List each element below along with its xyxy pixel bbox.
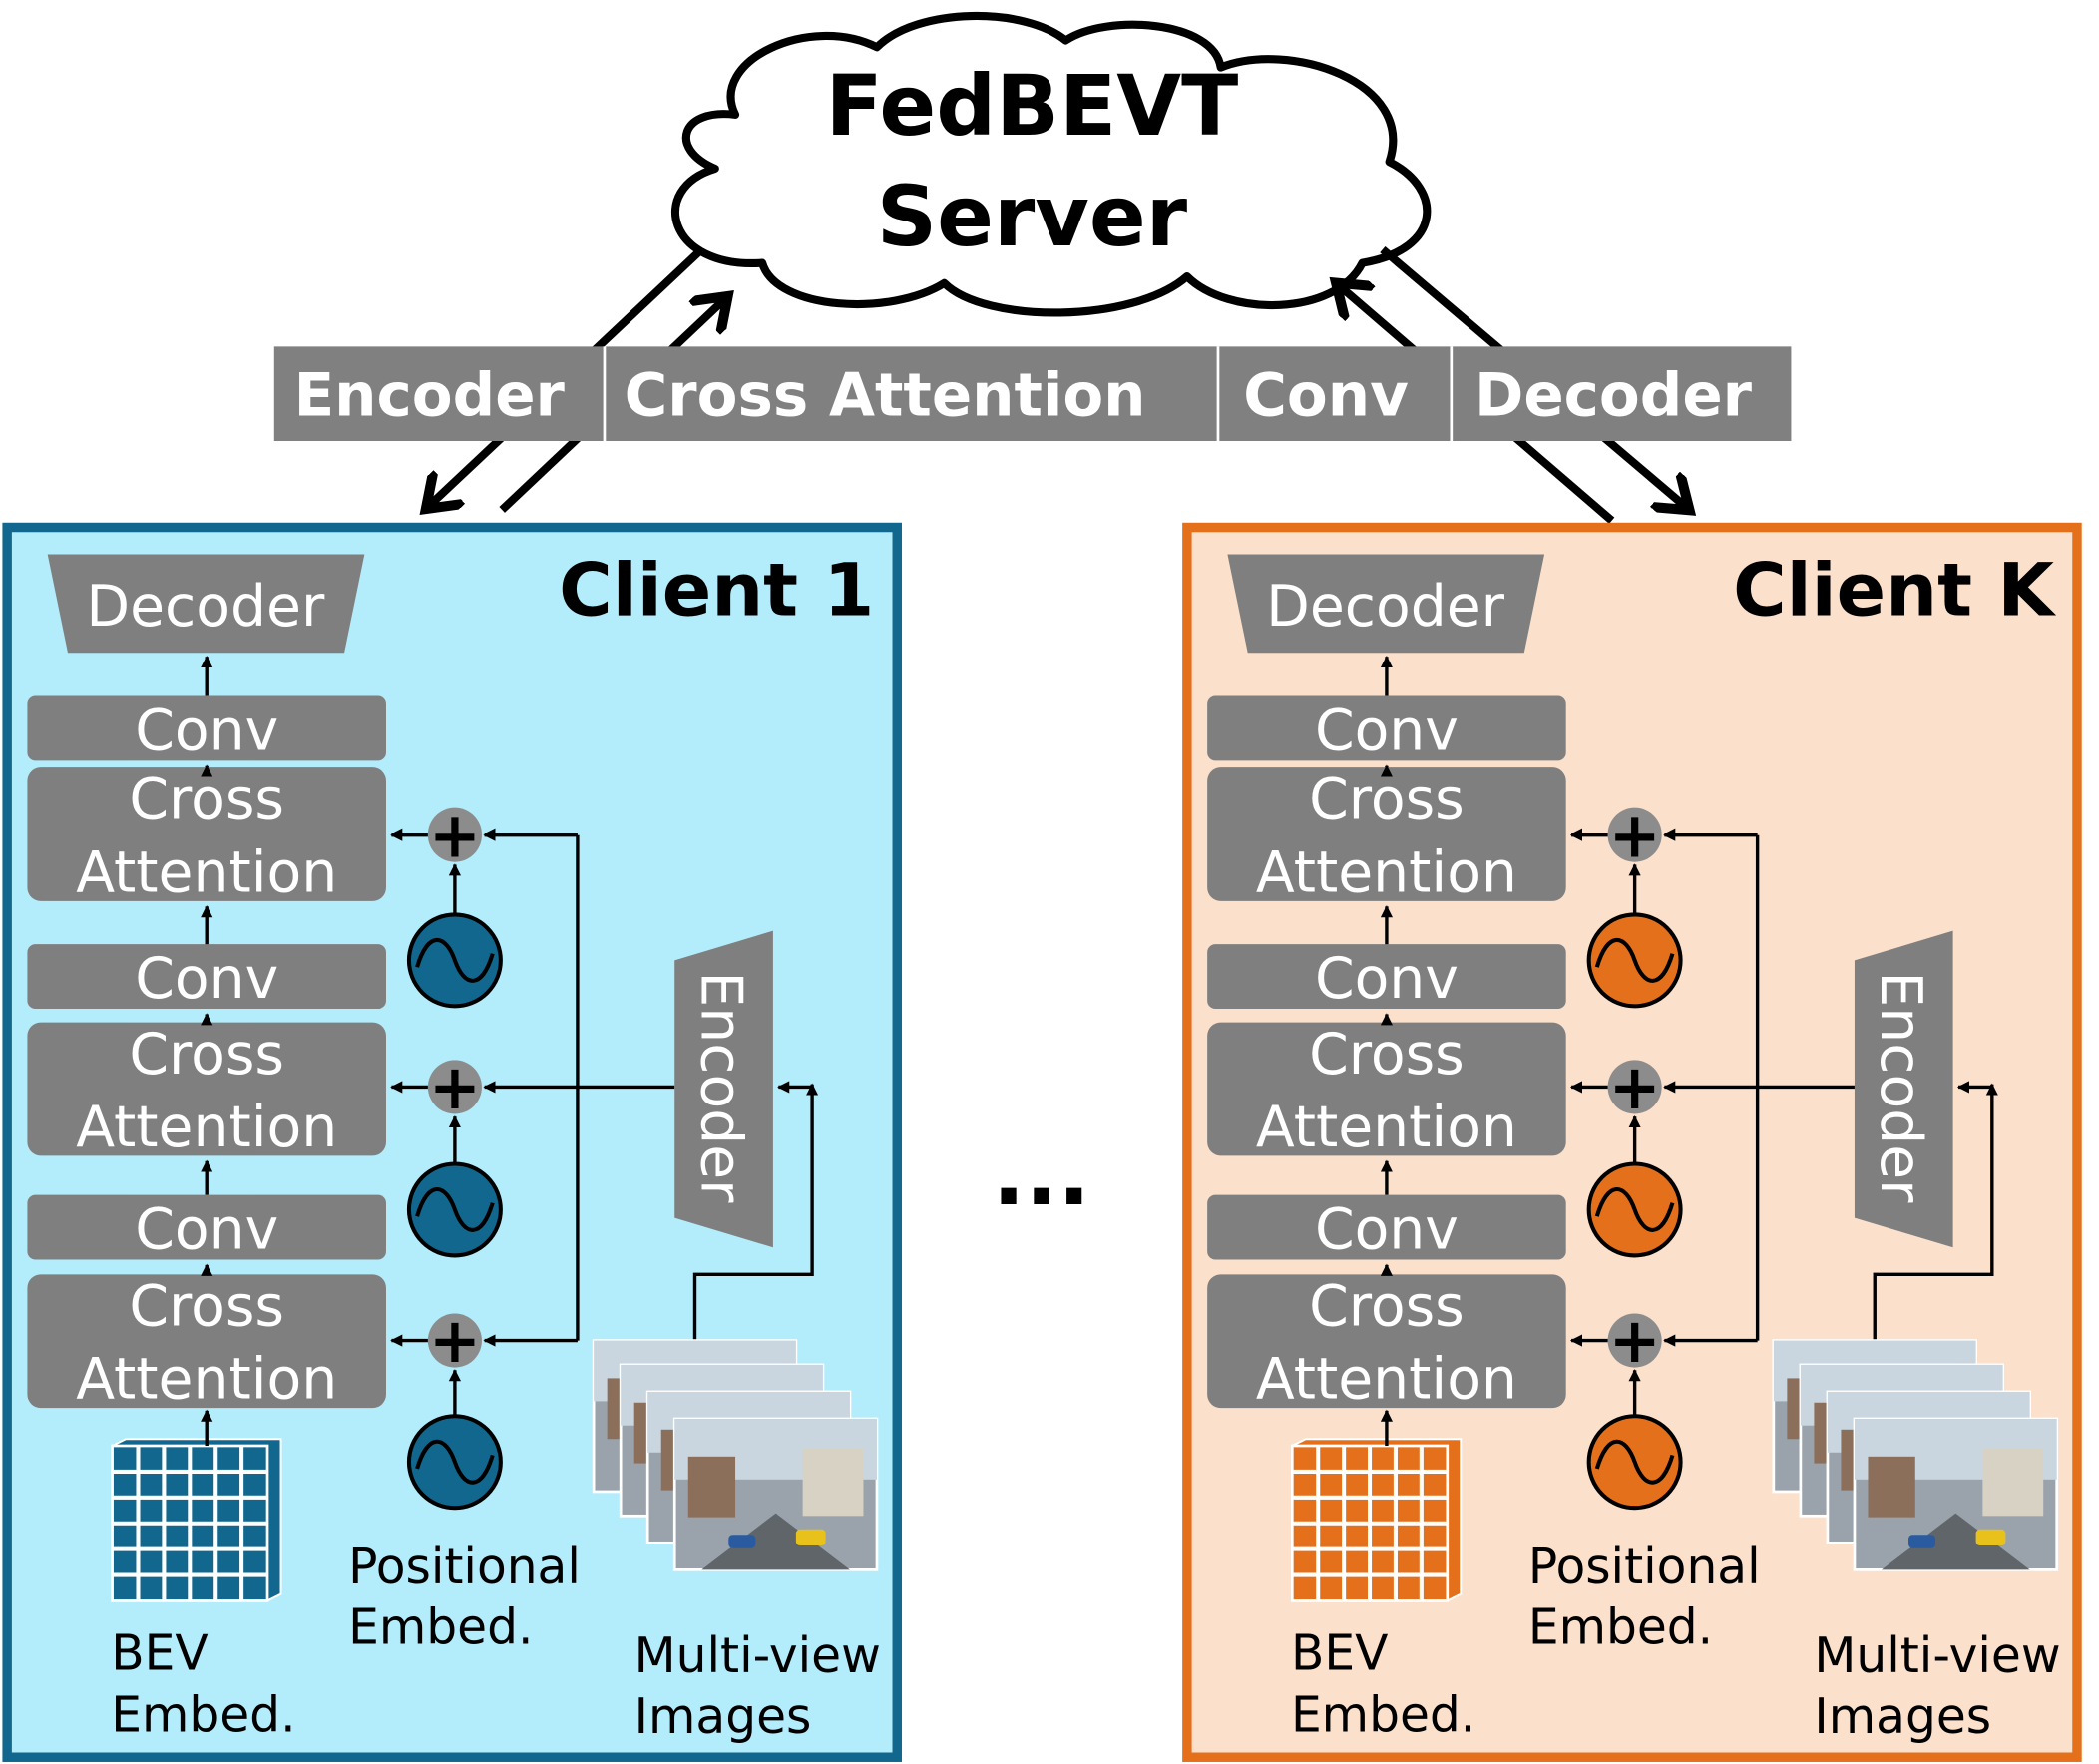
- plus-icon: +: [429, 1304, 481, 1377]
- decoder-label: Decoder: [86, 574, 325, 640]
- shared-cross-attention-label: Cross Attention: [625, 361, 1146, 430]
- decoder-block: [1227, 554, 1545, 654]
- bev-label-line2: Embed.: [1291, 1688, 1475, 1744]
- cross-attention-label-line1: Cross: [129, 766, 284, 832]
- image-to-encoder-line: [1873, 1087, 1994, 1342]
- shared-encoder-label: Encoder: [294, 361, 566, 430]
- positional-label-line1: Positional: [348, 1540, 581, 1595]
- cross-attention-label-line1: Cross: [1309, 1022, 1465, 1088]
- conv-label: Conv: [1315, 698, 1459, 764]
- sine-wave-icon: [415, 1187, 495, 1232]
- shared-parameter-bar: Encoder Cross Attention Conv Decoder: [273, 346, 1792, 441]
- cross-attention-label-line1: Cross: [129, 1274, 284, 1340]
- client-1: Client 1DecoderConvCrossAttention+ConvCr…: [2, 522, 902, 1762]
- conv-block: [1207, 1194, 1566, 1260]
- encoder-block: [674, 930, 773, 1248]
- multiview-label-line2: Images: [634, 1689, 812, 1745]
- client-title: Client 1: [559, 548, 874, 633]
- server-cloud: FedBEVT Server: [671, 11, 1432, 317]
- positional-label-line1: Positional: [1528, 1540, 1761, 1595]
- client-title: Client K: [1733, 548, 2056, 633]
- bev-grid-icon: [111, 1438, 282, 1603]
- plus-icon: +: [1609, 798, 1661, 871]
- sine-wave-icon: [1594, 1439, 1675, 1485]
- conv-label: Conv: [1315, 1197, 1459, 1263]
- cross-attention-block: [27, 1022, 386, 1156]
- plus-icon: +: [1609, 1304, 1661, 1377]
- cross-attention-label-line2: Attention: [1256, 839, 1517, 905]
- conv-label: Conv: [135, 698, 278, 764]
- decoder-label: Decoder: [1266, 574, 1505, 640]
- add-node: [427, 1313, 482, 1368]
- decoder-block: [47, 554, 365, 654]
- client-2: Client KDecoderConvCrossAttention+ConvCr…: [1182, 522, 2082, 1762]
- conv-label: Conv: [1315, 946, 1459, 1012]
- conv-block: [27, 944, 386, 1010]
- add-node: [427, 807, 482, 862]
- conv-block: [27, 1194, 386, 1260]
- multi-view-images-icon: [1772, 1339, 2059, 1571]
- cross-attention-label-line2: Attention: [1256, 1095, 1517, 1160]
- positional-label-line2: Embed.: [1528, 1600, 1713, 1656]
- add-node: [1607, 1060, 1662, 1114]
- bev-label-line1: BEV: [111, 1625, 208, 1681]
- encoder-label: Encoder: [687, 971, 753, 1203]
- server-title-line1: FedBEVT: [826, 57, 1239, 155]
- server-title-line2: Server: [877, 168, 1188, 265]
- cross-attention-block: [1207, 1022, 1566, 1156]
- multiview-label-line2: Images: [1814, 1689, 1991, 1745]
- conv-block: [1207, 695, 1566, 761]
- cross-attention-label-line1: Cross: [129, 1022, 284, 1088]
- sine-wave-icon: [415, 1439, 495, 1485]
- cross-attention-label-line2: Attention: [76, 1347, 337, 1413]
- plus-icon: +: [429, 798, 481, 871]
- conv-block: [1207, 944, 1566, 1010]
- cross-attention-block: [1207, 1274, 1566, 1409]
- shared-decoder-label: Decoder: [1474, 361, 1753, 430]
- conv-label: Conv: [135, 1197, 278, 1263]
- bev-grid-icon: [1290, 1438, 1463, 1603]
- cross-attention-block: [27, 767, 386, 901]
- positional-label-line2: Embed.: [348, 1600, 533, 1656]
- multiview-label-line1: Multi-view: [1814, 1628, 2060, 1684]
- encoder-label: Encoder: [1868, 971, 1933, 1203]
- sine-wave-icon: [415, 937, 495, 983]
- plus-icon: +: [1609, 1051, 1661, 1123]
- cross-attention-label-line2: Attention: [76, 1095, 337, 1160]
- multiview-label-line1: Multi-view: [634, 1628, 881, 1684]
- encoder-block: [1854, 930, 1953, 1248]
- bev-label-line2: Embed.: [111, 1688, 295, 1744]
- sine-wave-icon: [1594, 1187, 1675, 1232]
- cross-attention-label-line2: Attention: [1256, 1347, 1517, 1413]
- add-node: [1607, 807, 1662, 862]
- add-node: [427, 1060, 482, 1114]
- cross-attention-label-line1: Cross: [1309, 1274, 1465, 1340]
- clients-layer: Client 1DecoderConvCrossAttention+ConvCr…: [2, 522, 2082, 1762]
- cross-attention-label-line2: Attention: [76, 839, 337, 905]
- conv-label: Conv: [135, 946, 278, 1012]
- add-node: [1607, 1313, 1662, 1368]
- shared-conv-label: Conv: [1243, 361, 1409, 430]
- sine-wave-icon: [1594, 937, 1675, 983]
- conv-block: [27, 695, 386, 761]
- plus-icon: +: [429, 1051, 481, 1123]
- image-to-encoder-line: [692, 1087, 814, 1342]
- cross-attention-block: [27, 1274, 386, 1409]
- cross-attention-block: [1207, 767, 1566, 901]
- multi-view-images-icon: [592, 1339, 879, 1571]
- bev-label-line1: BEV: [1291, 1625, 1388, 1681]
- cross-attention-label-line1: Cross: [1309, 766, 1465, 832]
- ellipsis: ...: [993, 1125, 1091, 1225]
